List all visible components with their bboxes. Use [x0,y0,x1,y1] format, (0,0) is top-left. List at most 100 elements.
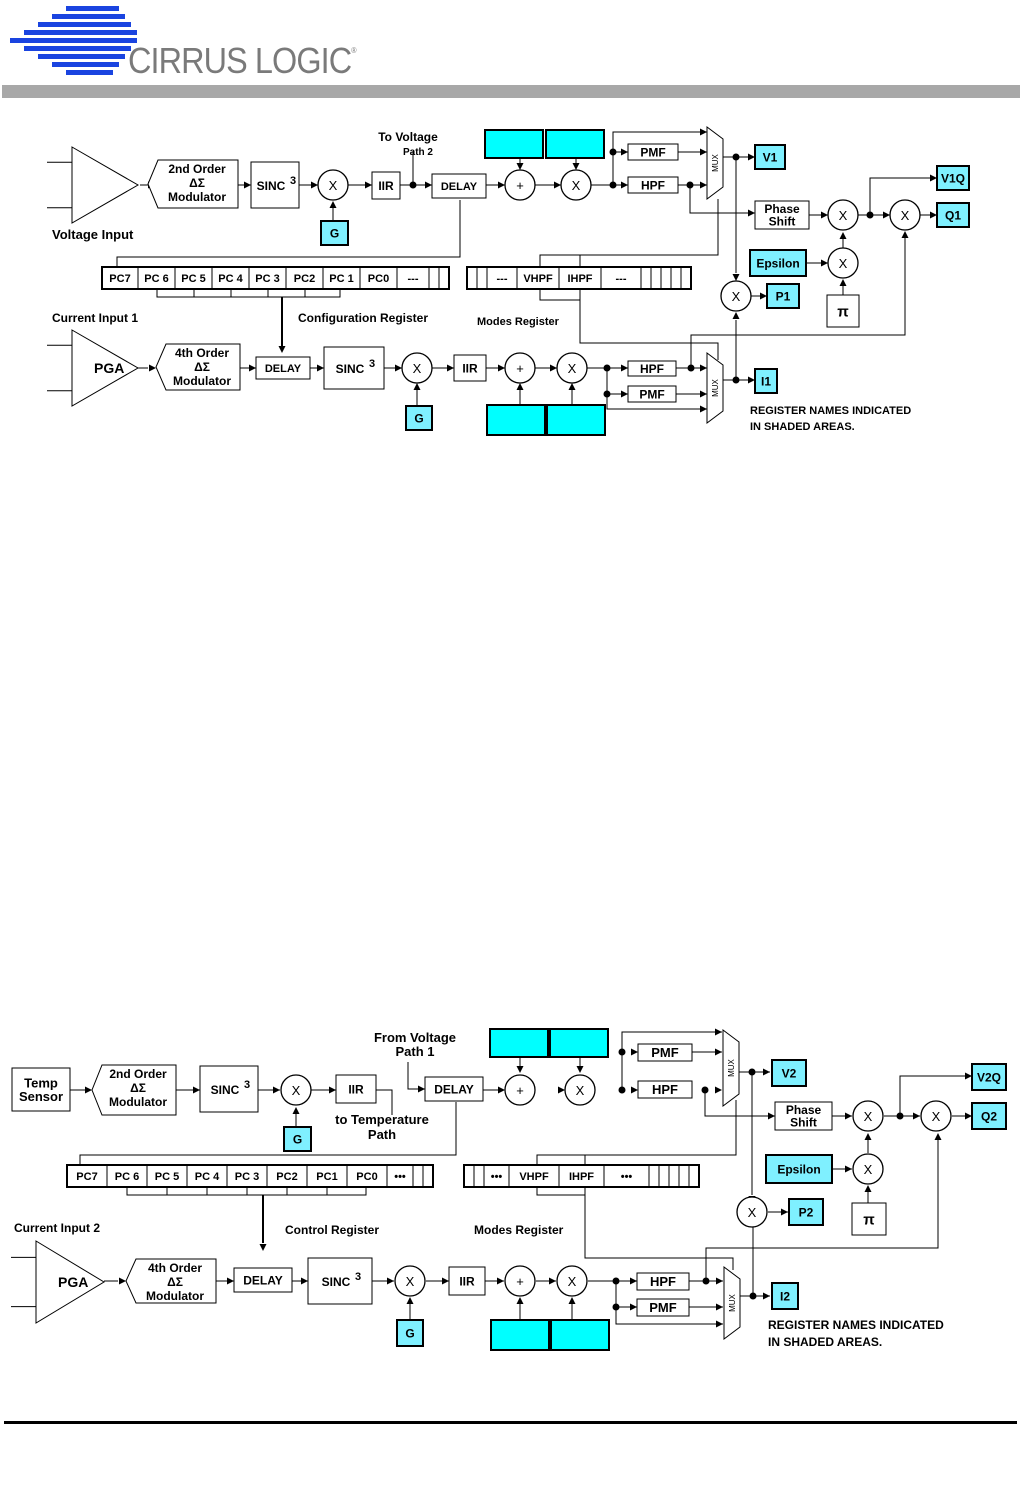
current-input-2-label: Current Input 2 [14,1221,100,1235]
arrow-head-icon [273,1086,280,1094]
q2-register-box [971,1102,1007,1130]
arrow-head-icon [768,1112,775,1120]
arrow-head-icon [498,1086,505,1094]
current-cal-mult-symbol: X [568,361,577,376]
modes-register-frame [466,266,692,290]
temp-pmf-label: PMF [651,1045,679,1060]
register-note-2: IN SHADED AREAS. [768,1335,882,1349]
current-offset-register-2-box [490,1319,550,1351]
current-modulator-2-shape [125,1258,217,1304]
footer-rule [4,1421,1017,1424]
arrow-head-icon [715,1028,722,1036]
current-pga-2-label: PGA [58,1274,88,1290]
arrow-head-icon [716,1303,723,1311]
wire [689,185,755,214]
modes-register-bit: --- [497,273,508,285]
voltage-phase-shift-box [754,200,810,230]
header-bar [2,85,1020,98]
voltage-modulator-label: ΔΣ [189,176,205,190]
arrow-head-icon [259,1244,267,1251]
current-gain-register-2-box [396,1319,424,1347]
junction-dot-icon [609,148,617,156]
arrow-head-icon [119,1277,126,1285]
temp-phase-shift-label: Shift [790,1116,817,1130]
temp-gain-register-box [283,1126,312,1152]
arrow-head-icon [550,364,557,372]
logo-stripe [38,54,125,59]
arrow-head-icon [329,1086,336,1094]
current-hpf-2-label: HPF [650,1274,676,1289]
temp-phase-shift-box [774,1101,833,1131]
q1-register-label: Q1 [945,208,961,222]
arrow-head-icon [630,1303,637,1311]
arrow-head-icon [715,1086,722,1094]
arrow-head-icon [700,405,707,413]
arrow-head-icon [311,181,318,189]
brand-name: CIRRUS LOGIC® [128,40,357,82]
quadrature-mult-2-symbol: X [932,1109,941,1124]
p2-register-box [788,1198,824,1226]
arrow-head-icon [821,211,828,219]
v2q-register-box [971,1063,1007,1091]
modes-register-bit: VHPF [523,273,553,285]
arrow-head-icon [558,1086,565,1094]
junction-dot-icon [612,1303,620,1311]
config-register-frame [101,266,450,290]
temp-iir-box [335,1074,377,1104]
arrow-head-icon [901,231,909,238]
temp-modulator-label: ΔΣ [130,1081,146,1095]
arrow-head-icon [732,312,740,319]
control-register-bit: PC0 [356,1171,377,1183]
v2q-register-label: V2Q [977,1070,1001,1084]
q2-register-label: Q2 [981,1109,997,1123]
wire [704,1090,775,1117]
arrow-head-icon [821,259,828,267]
wire [690,233,906,368]
temp-modulator-shape [91,1064,177,1116]
arrow-head-icon [572,163,580,170]
wire [579,289,719,360]
arrow-head-icon [839,279,847,286]
arrow-head-icon [763,1068,770,1076]
arrow-head-icon [716,1320,723,1328]
current-gain-mult-2-symbol: X [406,1274,415,1289]
modes-register-2-bit: VHPF [519,1171,549,1183]
current-input-1-label: Current Input 1 [52,311,138,325]
control-register-bit: PC 5 [155,1171,179,1183]
current-modulator-label: ΔΣ [194,360,210,374]
voltage-sinc-label: SINC [257,179,286,193]
voltage-gain-cal-register-box [545,129,605,159]
arrow-head-icon [576,1066,584,1073]
temp-offset-register-box [489,1028,549,1058]
config-register-bit: PC 5 [181,273,205,285]
logo-stripe [24,30,137,35]
control-register-bit: PC1 [316,1171,337,1183]
epsilon-mult-2-symbol: X [864,1162,873,1177]
temp-sensor-label: Sensor [19,1089,63,1104]
arrow-head-icon [549,1277,556,1285]
arrow-head-icon [447,364,454,372]
p2-register-label: P2 [799,1205,814,1219]
modes-register-2-bit: ••• [621,1171,633,1183]
voltage-amp-triangle [71,146,140,224]
wire [539,289,580,301]
arrow-head-icon [760,292,767,300]
logo-stripe [52,14,125,19]
temp-delay-label: DELAY [434,1082,474,1096]
junction-dot-icon [603,390,611,398]
arrow-head-icon [781,1208,788,1216]
logo-stripe [10,38,137,43]
arrow-head-icon [278,346,286,353]
arrow-head-icon [700,181,707,189]
arrow-head-icon [913,1112,920,1120]
epsilon-register-label: Epsilon [756,256,799,270]
arrow-head-icon [387,1277,394,1285]
temp-iir-label: IIR [348,1082,364,1096]
current-iir-2-label: IIR [459,1274,475,1288]
current-gain-mult-2-circle [394,1265,426,1297]
to-voltage-path-label: Path 2 [403,147,433,158]
temp-delay-box [424,1076,484,1102]
arrow-head-icon [568,1297,576,1304]
temp-modulator-label: 2nd Order [109,1067,167,1081]
